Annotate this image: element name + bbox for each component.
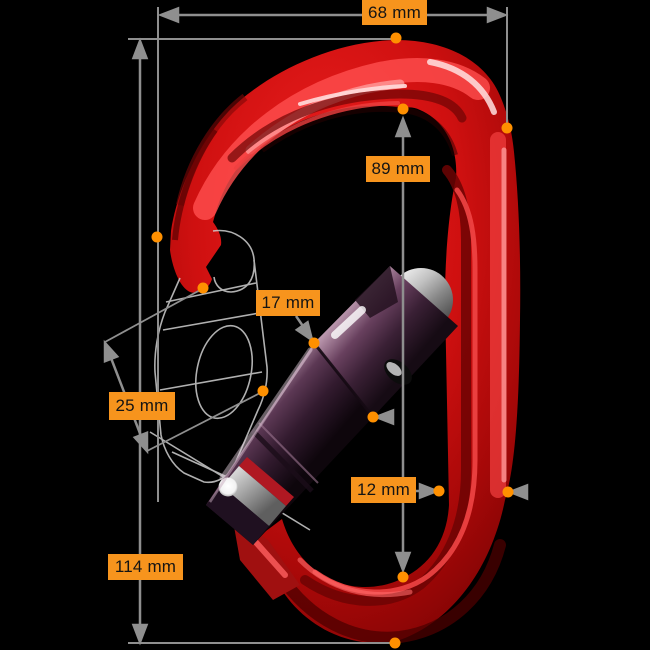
carabiner-body xyxy=(170,40,521,644)
dim-sleeve-diameter xyxy=(294,315,395,425)
dimension-lines xyxy=(97,7,529,649)
dim-gate-opening xyxy=(97,288,263,455)
measurement-markers xyxy=(151,32,514,649)
dim-spine-width xyxy=(416,483,529,500)
sleeve-red-band xyxy=(239,457,294,506)
sleeve-silver-band xyxy=(222,466,286,526)
dim-overall-length xyxy=(128,38,398,644)
dimension-label-gate-opening: 25 mm xyxy=(109,392,175,420)
dimension-label-inside-length: 89 mm xyxy=(366,156,430,182)
dimension-label-sleeve-diameter: 17 mm xyxy=(256,290,320,316)
dimension-label-spine-width: 12 mm xyxy=(351,477,416,503)
dimension-label-overall-length: 114 mm xyxy=(108,554,183,580)
locking-sleeve xyxy=(206,266,458,545)
dimension-label-top-width: 68 mm xyxy=(362,0,427,25)
